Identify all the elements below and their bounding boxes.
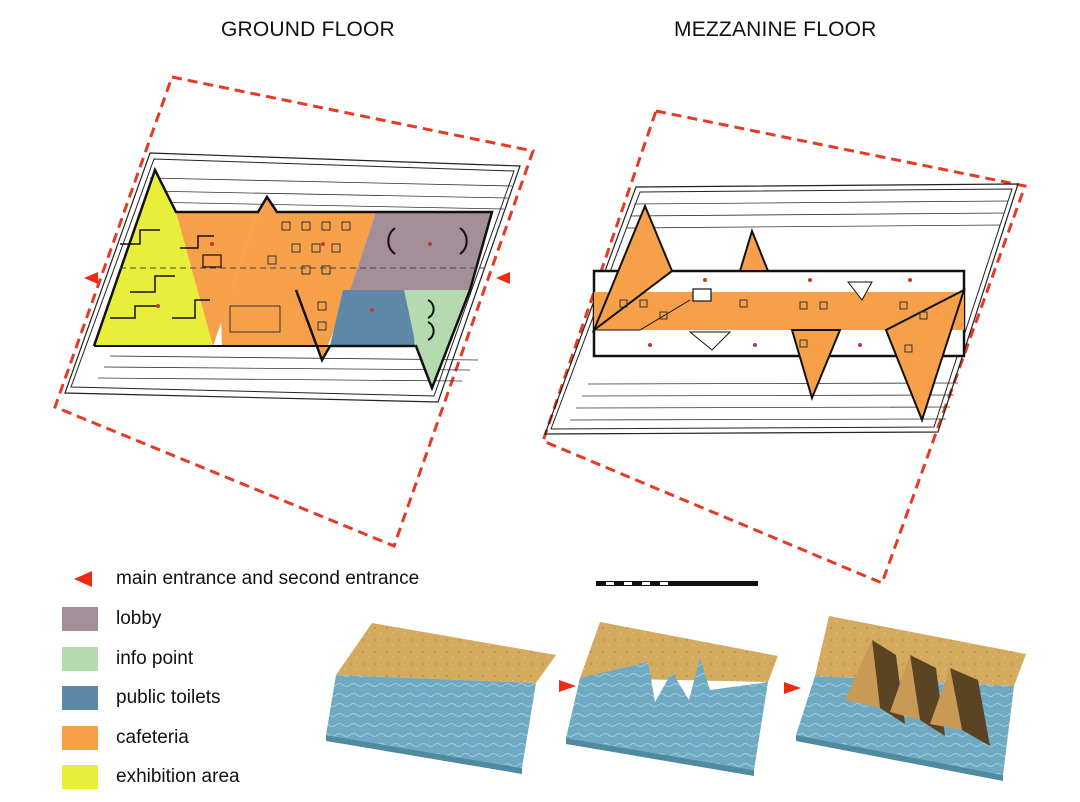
concept-step-arrow-2 bbox=[784, 682, 801, 694]
legend-label-info-point: info point bbox=[116, 648, 194, 669]
scale-bar bbox=[596, 581, 758, 586]
mezzanine-platform-outline bbox=[544, 183, 1019, 435]
legend-label-exhibition-area: exhibition area bbox=[116, 766, 240, 787]
legend-label-public-toilets: public toilets bbox=[116, 687, 221, 708]
legend-item-public-toilets: public toilets bbox=[62, 683, 221, 713]
info-point-zone bbox=[404, 290, 470, 388]
cafeteria-zone-b bbox=[213, 197, 376, 360]
lobby-zone bbox=[350, 212, 492, 290]
lobby-swatch bbox=[62, 607, 98, 631]
mezzanine-cafeteria-down-b bbox=[884, 288, 966, 423]
mezzanine-site-boundary bbox=[541, 109, 1027, 585]
legend-item-lobby: lobby bbox=[62, 604, 161, 634]
concept-render-1 bbox=[326, 623, 556, 774]
legend-item-exhibition-area: exhibition area bbox=[62, 762, 240, 792]
cafeteria-swatch bbox=[62, 726, 98, 750]
ground-floor-plan bbox=[53, 75, 535, 548]
cafeteria-zone-a bbox=[176, 212, 258, 346]
public-toilets-swatch bbox=[62, 686, 98, 710]
legend-label-lobby: lobby bbox=[116, 608, 162, 629]
ground-inner-outline bbox=[92, 166, 494, 392]
ground-steps bbox=[97, 177, 513, 382]
legend-label-entrance: main entrance and second entrance bbox=[116, 568, 420, 589]
concept-render-2 bbox=[566, 622, 778, 776]
info-point-swatch bbox=[62, 647, 98, 671]
legend-label-cafeteria: cafeteria bbox=[116, 727, 189, 748]
ground-lift bbox=[202, 254, 222, 268]
ground-site-boundary bbox=[53, 75, 535, 548]
mezzanine-cafeteria-band bbox=[594, 292, 964, 330]
public-toilets-zone bbox=[330, 290, 415, 346]
mezzanine-stairs bbox=[688, 281, 873, 351]
ground-floor-title: GROUND FLOOR bbox=[221, 18, 395, 41]
mezzanine-cafeteria-left bbox=[591, 203, 674, 334]
concept-step-arrow-1 bbox=[559, 680, 576, 692]
cafeteria-tables bbox=[229, 221, 351, 333]
legend-item-cafeteria: cafeteria bbox=[62, 723, 189, 753]
mezzanine-cafeteria-mid bbox=[738, 227, 770, 272]
ground-columns bbox=[156, 242, 432, 312]
lobby-benches bbox=[387, 227, 468, 341]
exhibition-partitions bbox=[110, 229, 214, 319]
mezzanine-floor-plan bbox=[541, 109, 1027, 585]
mezzanine-floor-title: MEZZANINE FLOOR bbox=[674, 18, 877, 41]
mezzanine-lift bbox=[692, 288, 712, 302]
exhibition-area-swatch bbox=[62, 765, 98, 789]
mezzanine-cafeteria-down-a bbox=[790, 329, 842, 402]
legend-item-info-point: info point bbox=[62, 644, 193, 674]
ground-main-entrance-icon bbox=[84, 272, 98, 284]
mezzanine-columns bbox=[648, 278, 912, 347]
ground-platform-outline bbox=[64, 152, 521, 403]
mezzanine-steps bbox=[569, 200, 1009, 421]
concept-render-3 bbox=[796, 616, 1026, 781]
mezzanine-tables bbox=[619, 299, 928, 353]
legend-item-entrance: main entrance and second entrance bbox=[62, 564, 419, 594]
entrance-arrow-icon bbox=[62, 567, 98, 591]
ground-second-entrance-icon bbox=[496, 272, 510, 284]
